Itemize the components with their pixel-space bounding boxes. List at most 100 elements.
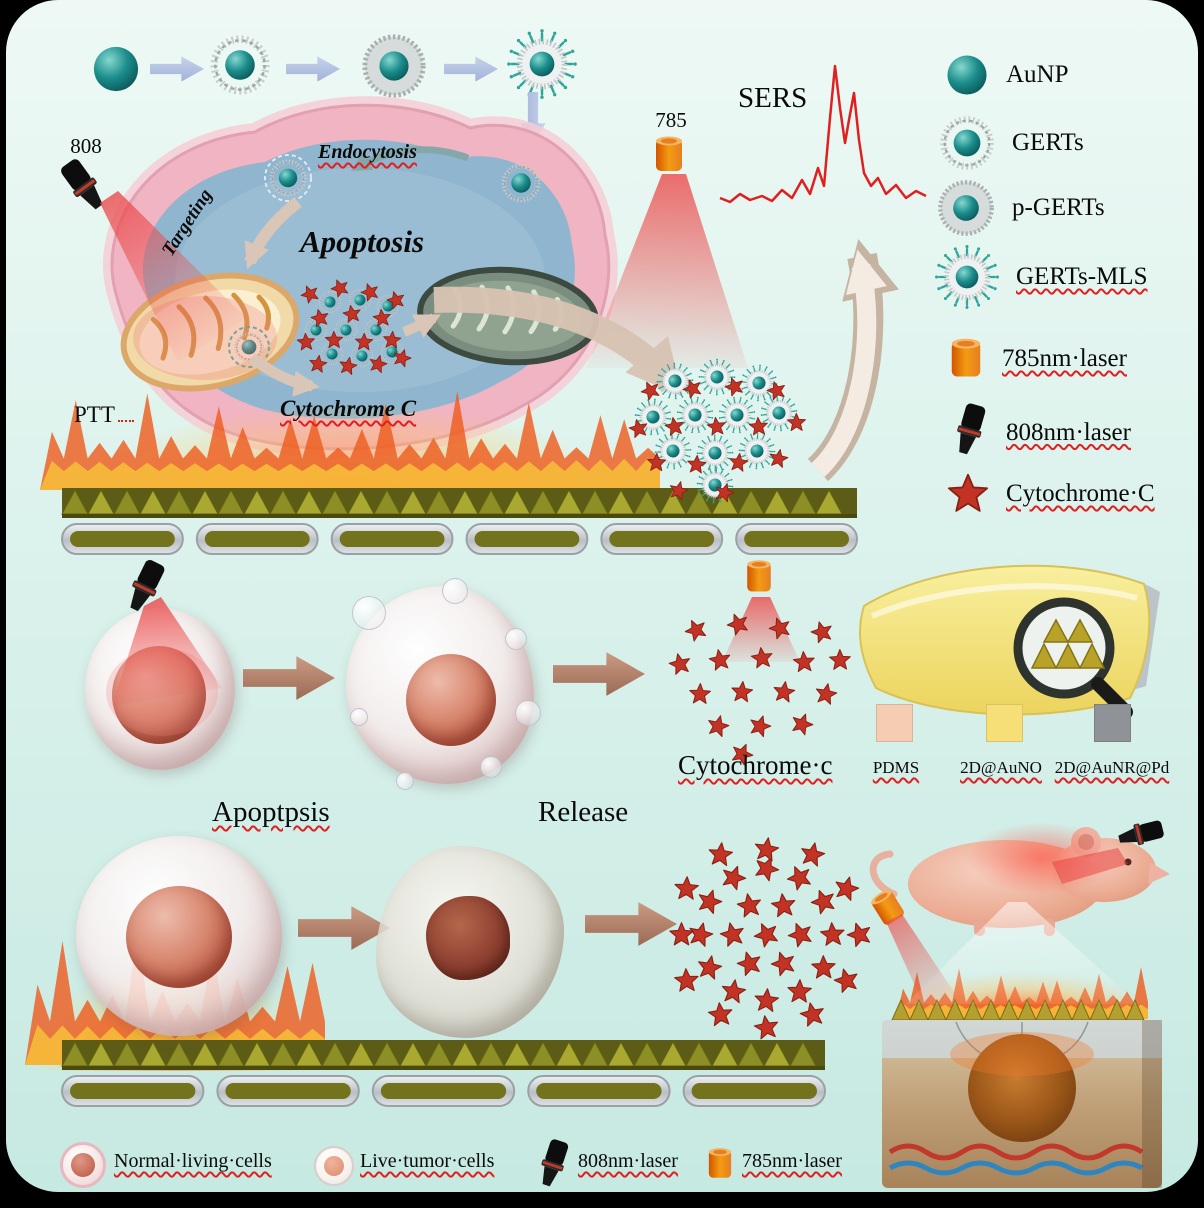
- legend-label: 785nm·laser: [1002, 345, 1127, 372]
- cytochrome-c-release-label: Cytochrome·c: [678, 750, 833, 780]
- legend-label: p-GERTs: [1012, 194, 1105, 221]
- cytochrome-star-icon: [705, 415, 727, 437]
- tissue-cross-section: [882, 967, 1162, 1188]
- cytochrome-star-icon: [735, 891, 764, 919]
- cytochrome-star-icon: [723, 609, 752, 637]
- gerts-cytochrome-cluster: [627, 352, 807, 506]
- cytochrome-star-icon: [798, 999, 827, 1028]
- cytochrome-star-icon: [717, 919, 747, 948]
- cytochrome-star-icon: [719, 977, 748, 1004]
- mouse-tail: [869, 850, 898, 898]
- spellcheck-mark: [117, 412, 134, 422]
- legend-label: GERTs: [1012, 129, 1084, 156]
- cytochrome-star-icon: [831, 873, 862, 903]
- legend-label: GERTs-MLS: [1016, 263, 1148, 290]
- cytochrome-star-icon: [749, 645, 774, 669]
- cytochrome-star-icon: [769, 891, 797, 918]
- laser-785-icon: [747, 560, 771, 592]
- gerts-mls-icon: [714, 392, 760, 438]
- cytochrome-star-icon: [752, 835, 781, 863]
- cytochrome-star-icon: [707, 647, 733, 672]
- cytochrome-star-icon: [669, 922, 694, 946]
- laser-785-icon: [869, 887, 906, 927]
- cytochrome-star-icon: [681, 615, 710, 644]
- cytochrome-star-icon: [788, 710, 816, 737]
- legend-label: 808nm·laser: [1006, 418, 1131, 446]
- bleb-bubble: [350, 708, 368, 726]
- gerts-icon: [938, 114, 996, 172]
- gerts-icon: [208, 33, 272, 97]
- gerts-mls-icon: [737, 431, 777, 471]
- dense-cytochrome-cluster: [669, 835, 875, 1041]
- cytochrome-star-icon: [798, 839, 827, 868]
- cytochrome-star-icon: [718, 861, 750, 892]
- gold-nanoarray: [891, 998, 1145, 1021]
- released-cytochrome-scatter: [667, 609, 852, 768]
- cytochrome-star-icon: [694, 886, 725, 916]
- legend-item-785-laser: 785nm·laser: [946, 336, 1127, 382]
- cytochrome-star-icon: [707, 1000, 734, 1027]
- cytochrome-star-icon: [707, 840, 734, 867]
- cytochrome-star-icon: [307, 353, 329, 374]
- sers-title: SERS: [738, 82, 808, 114]
- cytochrome-star-icon: [752, 1013, 781, 1041]
- cytochrome-star-icon: [753, 987, 780, 1013]
- cytochrome-star-icon: [748, 416, 769, 436]
- blood-vessel-vein: [888, 1160, 1144, 1176]
- cytochrome-star-icon: [819, 921, 846, 947]
- laser-808-icon: [940, 397, 997, 467]
- cytochrome-star-icon: [948, 473, 988, 512]
- cytochrome-star-icon: [813, 681, 839, 706]
- mouse-illustration: [869, 817, 1170, 936]
- legend-label: AuNP: [1006, 61, 1069, 88]
- bleb-bubble: [352, 596, 386, 630]
- cytochrome-c-label: Cytochrome C: [280, 396, 417, 421]
- apoptosis-label: Apoptosis: [300, 224, 425, 259]
- cytochrome-star-icon: [673, 875, 700, 901]
- cytochrome-star-icon: [667, 478, 690, 501]
- pdms-label: PDMS: [872, 758, 920, 777]
- cytochrome-star-icon: [324, 330, 344, 349]
- cytochrome-star-icon: [771, 679, 797, 704]
- cell-nucleus: [406, 654, 496, 746]
- cytochrome-star-icon: [686, 919, 716, 948]
- normal-cells-label: Normal·living·cells: [114, 1150, 272, 1172]
- gerts-mls-icon: [934, 244, 1000, 310]
- cell-nucleus: [426, 896, 510, 980]
- legend-item-gerts-mls: GERTs-MLS: [934, 244, 1147, 310]
- gold-nanoarray: [61, 488, 859, 555]
- cytochrome-star-icon: [734, 948, 765, 978]
- bleb-bubble: [442, 578, 468, 604]
- cytochrome-star-icon: [766, 614, 794, 641]
- cytochrome-star-icon: [328, 276, 352, 299]
- normal-cell-nucleus: [71, 1153, 95, 1177]
- cytochrome-release-cluster: [296, 276, 414, 376]
- flames: [40, 390, 660, 490]
- cytochrome-star-icon: [786, 978, 813, 1003]
- legend-item-p-gerts: p-GERTs: [936, 178, 1105, 238]
- aunp-icon: [947, 55, 987, 95]
- legend-label: Cytochrome·C: [1006, 480, 1155, 507]
- cytochrome-star-icon: [296, 332, 316, 351]
- tumor: [968, 1034, 1076, 1142]
- cytochrome-star-icon: [667, 650, 693, 676]
- p-gerts-icon: [936, 178, 996, 238]
- tumor-cells-label: Live·tumor·cells: [360, 1150, 495, 1172]
- laser-808-label: 808: [70, 134, 102, 158]
- cytochrome-star-icon: [730, 680, 754, 703]
- sers-spectrum-chart: [719, 64, 927, 204]
- laser-785-legend-label: 785nm·laser: [742, 1150, 842, 1172]
- endocytosis-label: Endocytosis: [318, 141, 417, 163]
- cytochrome-star-icon: [811, 954, 836, 979]
- cytochrome-star-icon: [746, 712, 774, 739]
- cell-nucleus: [112, 646, 206, 744]
- 2d-aunr-pd-label: 2D@AuNR@Pd: [1054, 758, 1170, 777]
- laser-785-icon: [951, 338, 981, 377]
- cytochrome-star-icon: [688, 682, 712, 705]
- cytochrome-star-icon: [792, 650, 816, 673]
- bleb-bubble: [480, 756, 502, 778]
- laser-808-legend-label: 808nm·laser: [578, 1150, 678, 1172]
- 2d-auno-swatch: [986, 704, 1023, 742]
- gerts-mls-icon: [649, 355, 701, 407]
